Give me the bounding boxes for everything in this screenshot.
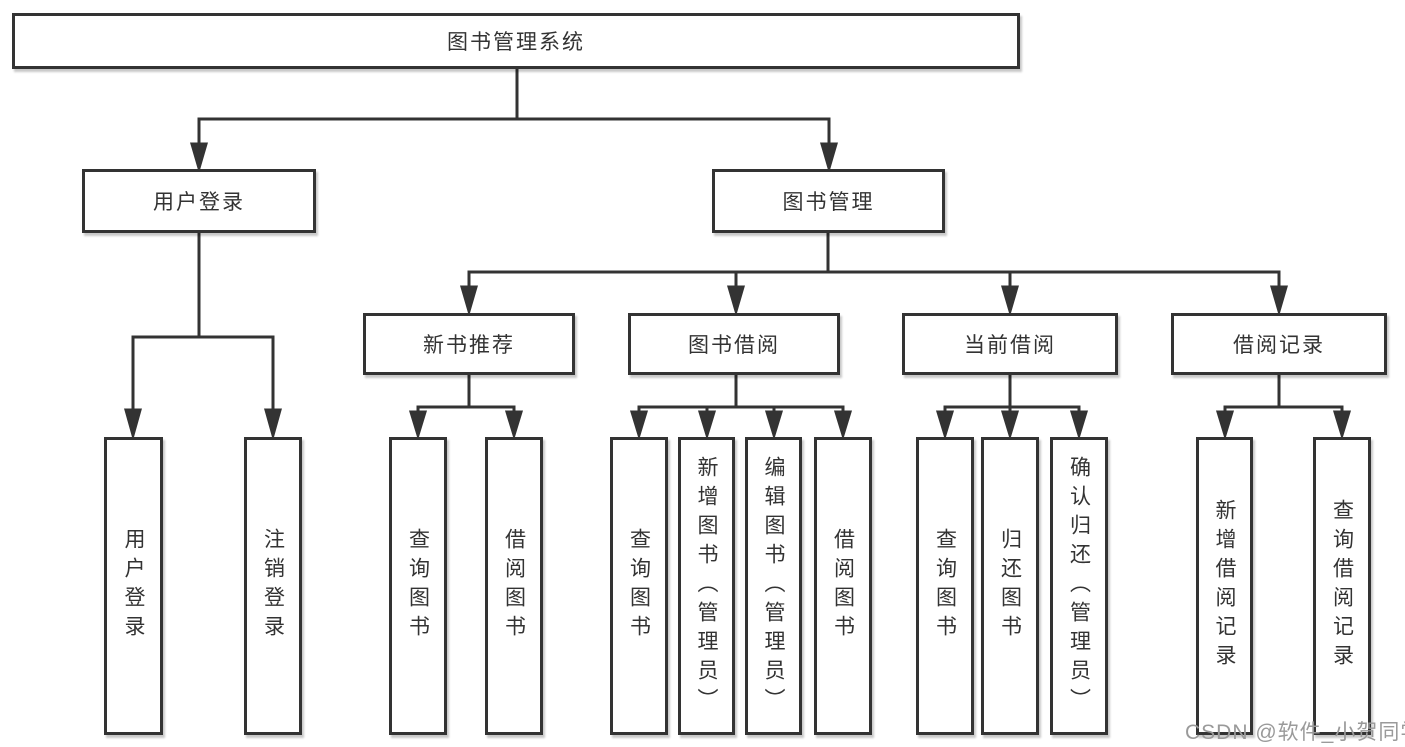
leaf-borrow-book: 借阅图书 [814, 437, 872, 735]
leaf-query-book-current: 查询图书 [916, 437, 974, 735]
leaf-confirm-return-admin: 确认归还（管理员） [1050, 437, 1108, 735]
node-new-book-recommend: 新书推荐 [363, 313, 575, 375]
leaf-add-book-admin: 新增图书（管理员） [678, 437, 735, 735]
csdn-watermark: CSDN @软件_小贺同学 [1185, 721, 1405, 744]
leaf-logout: 注销登录 [244, 437, 302, 735]
leaf-user-login: 用户登录 [104, 437, 163, 735]
node-book-management: 图书管理 [712, 169, 945, 233]
node-current-borrow: 当前借阅 [902, 313, 1118, 375]
leaf-add-borrow-record: 新增借阅记录 [1196, 437, 1253, 735]
leaf-return-book: 归还图书 [981, 437, 1039, 735]
leaf-borrow-book-recommend: 借阅图书 [485, 437, 543, 735]
leaf-edit-book-admin: 编辑图书（管理员） [745, 437, 802, 735]
leaf-query-borrow-record: 查询借阅记录 [1313, 437, 1371, 735]
node-root-system: 图书管理系统 [12, 13, 1020, 69]
node-book-borrow: 图书借阅 [628, 313, 840, 375]
node-user-login: 用户登录 [82, 169, 316, 233]
leaf-query-book-borrow: 查询图书 [610, 437, 668, 735]
node-borrow-record: 借阅记录 [1171, 313, 1387, 375]
leaf-query-book-recommend: 查询图书 [389, 437, 447, 735]
